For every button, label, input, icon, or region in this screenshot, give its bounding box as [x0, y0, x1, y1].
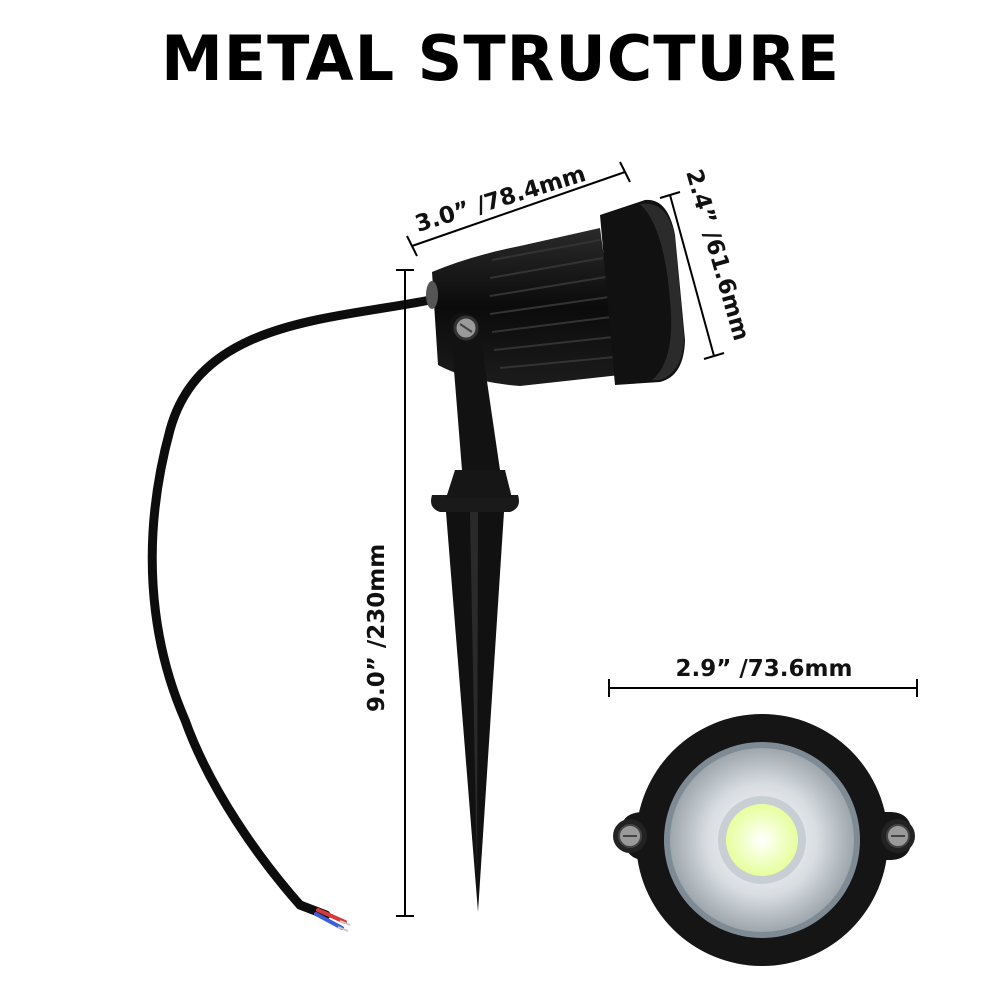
length-label: 3.0” /78.4mm — [412, 161, 589, 238]
diameter-label: 2.4” /61.6mm — [680, 166, 754, 343]
led-chip — [726, 804, 798, 876]
dimension-height — [396, 269, 414, 917]
height-label: 9.0” /230mm — [364, 544, 390, 712]
mount-screw-left — [613, 819, 647, 853]
lamp-front-view — [613, 714, 915, 966]
red-wire — [316, 908, 347, 924]
ground-stake — [431, 312, 519, 912]
dimension-diameter — [659, 191, 725, 360]
dimension-base-width — [608, 679, 918, 697]
base-width-label: 2.9” /73.6mm — [676, 656, 853, 682]
dimension-length — [406, 161, 631, 257]
power-cable — [147, 295, 435, 932]
page-title: METAL STRUCTURE — [161, 22, 840, 95]
mount-screw-right — [881, 819, 915, 853]
blue-wire — [314, 912, 344, 930]
